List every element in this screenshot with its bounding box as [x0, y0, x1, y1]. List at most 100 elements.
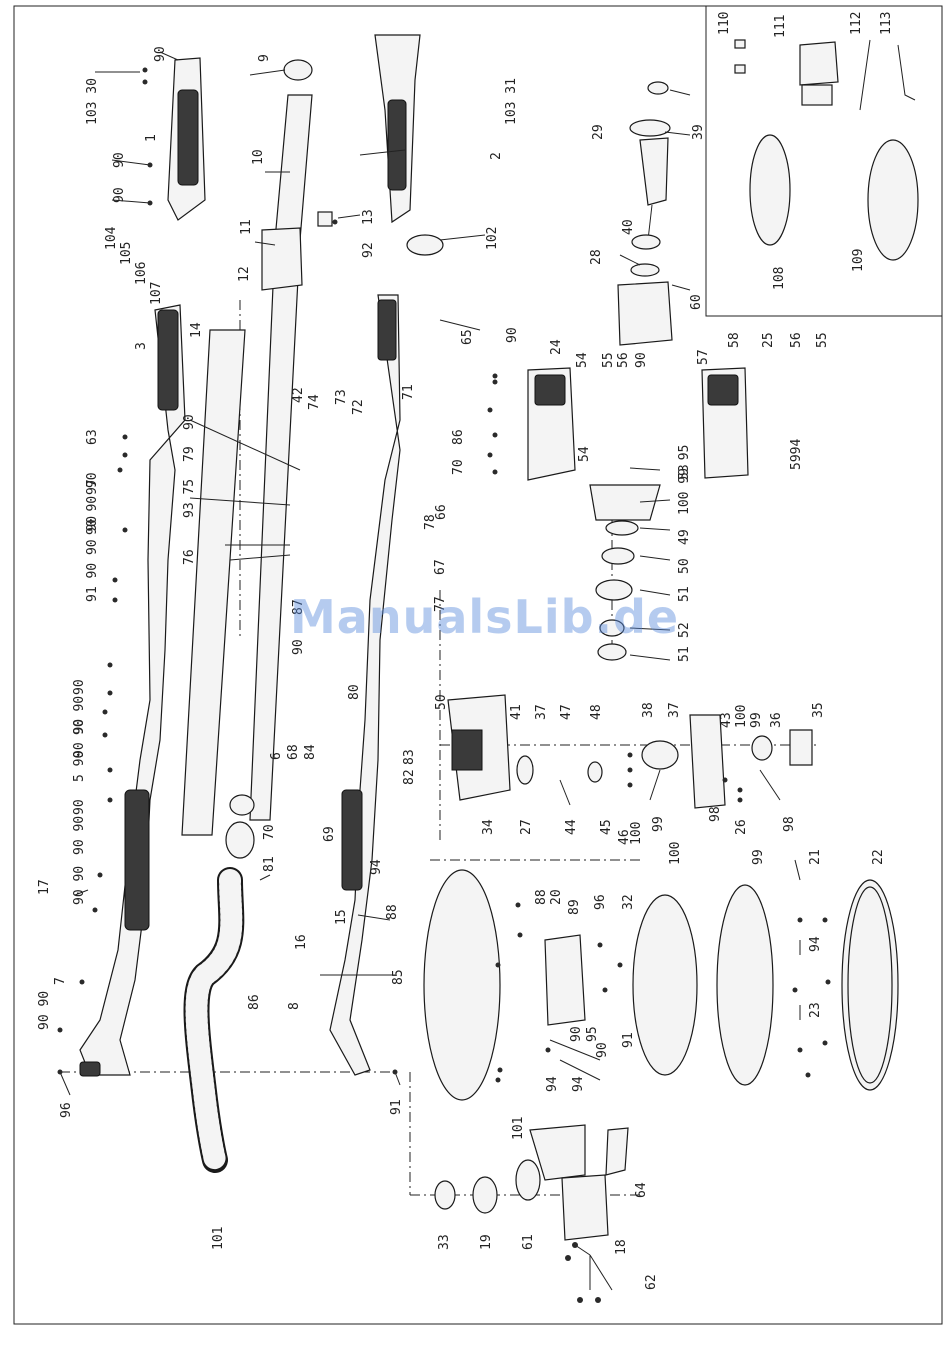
part-label: 90 90 [72, 816, 87, 855]
handle-grip-top [167, 57, 206, 221]
part-label: 61 [521, 1234, 536, 1250]
part-label: 98 [708, 806, 723, 822]
handle-housing-right [329, 294, 401, 1076]
part-label: 70 [262, 824, 277, 840]
part-label: 52 [677, 622, 692, 638]
part-label: 93 75 [182, 479, 197, 518]
part-label: 90 [182, 414, 197, 430]
part-label: 18 [614, 1239, 629, 1255]
part-label: 17 [37, 879, 52, 895]
part-label: 35 [811, 702, 826, 718]
part-label: 112 [849, 12, 864, 35]
part-label: 60 [689, 294, 704, 310]
part-label: 40 [621, 219, 636, 235]
part-label: 102 [485, 227, 500, 250]
part-label: 72 [351, 399, 366, 415]
part-label: 19 [479, 1234, 494, 1250]
part-label: 104 [104, 226, 119, 250]
part-label: 47 [559, 704, 574, 720]
part-label: 74 [307, 394, 322, 410]
ring-22 [716, 884, 774, 1086]
part-label: 79 [182, 446, 197, 462]
sheet-border [13, 5, 943, 1325]
part-label: 101 [211, 1227, 226, 1250]
part-label: 70 [451, 459, 466, 475]
part-label: 8 [287, 1002, 302, 1010]
part-label: 101 [511, 1117, 526, 1140]
part-label: 32 [621, 894, 636, 910]
part-label: 65 [460, 329, 475, 345]
head-assembly [447, 694, 813, 809]
part-label: 90 [72, 799, 87, 815]
part-label: 91 [389, 1099, 404, 1115]
part-label: 90 90 [72, 696, 87, 735]
part-label: 22 [871, 849, 886, 865]
part-label: 10 [251, 149, 266, 165]
sleeve-102 [406, 234, 444, 256]
part-label: 54 [575, 352, 590, 368]
part-label: 81 [262, 856, 277, 872]
part-63 [515, 1159, 541, 1201]
part-label: 113 [879, 12, 894, 35]
part-label: 99 [751, 849, 766, 865]
part-label: 91 [621, 1032, 636, 1048]
part-label: 76 [182, 549, 197, 565]
part-label: 39 [691, 124, 706, 140]
watermark: ManualsLib.de [290, 590, 680, 644]
hub-32 [544, 934, 586, 1026]
part-label: 20 [549, 889, 564, 905]
part-label: 44 [564, 819, 579, 835]
part-label: 100 [668, 842, 683, 865]
part-label: 68 [286, 744, 301, 760]
part-label: 109 [851, 249, 866, 272]
part-label: 50 [434, 694, 449, 710]
part-label: 100 [629, 822, 644, 845]
part-label: 36 [769, 712, 784, 728]
part-label: 99 [749, 712, 764, 728]
upper-housing-2 [374, 34, 421, 224]
part-label: 94 [545, 1076, 560, 1092]
part-label: 90 90 [72, 866, 87, 905]
part-label: 58 [727, 332, 742, 348]
part-label: 54 [577, 446, 592, 462]
part-label: 69 [322, 826, 337, 842]
gear-housing-24 [527, 367, 576, 481]
part-label: 96 [59, 1102, 74, 1118]
part-label: 86 [247, 994, 262, 1010]
part-label: 7 [53, 977, 68, 985]
part-label: 23 [808, 1002, 823, 1018]
part-label: 15 [334, 909, 349, 925]
part-label: 105 [119, 242, 134, 265]
tube-assembly [181, 59, 333, 836]
part-label: 106 [134, 262, 149, 285]
part-label: 67 [433, 559, 448, 575]
part-label: 90 [595, 1042, 610, 1058]
part-label: 90 [634, 352, 649, 368]
part-label: 42 [291, 387, 306, 403]
part-label: 56 [616, 352, 631, 368]
part-label: 92 [361, 242, 376, 258]
part-label: 90 [72, 679, 87, 695]
part-label: 25 [761, 332, 776, 348]
part-label: 97 [85, 479, 100, 495]
part-label: 90 [291, 639, 306, 655]
motor-armature [617, 81, 673, 346]
part-label: 37 [667, 702, 682, 718]
part-label: 90 90 90 [85, 472, 100, 535]
part-62 [472, 1176, 498, 1214]
part-label: 3 [134, 342, 149, 350]
suction-hose [183, 794, 255, 1173]
part-label: 88 [534, 889, 549, 905]
gear-stack [589, 484, 661, 661]
part-label: 90 90 [72, 719, 87, 758]
part-label: 14 [189, 322, 204, 338]
part-label: 55 [601, 352, 616, 368]
part-label: 16 [294, 934, 309, 950]
part-61 [434, 1180, 456, 1210]
part-label: 9 [257, 54, 272, 62]
part-label: 94 [808, 936, 823, 952]
part-label: 89 [567, 899, 582, 915]
part-33 [605, 1127, 629, 1176]
part-label: 26 [734, 819, 749, 835]
